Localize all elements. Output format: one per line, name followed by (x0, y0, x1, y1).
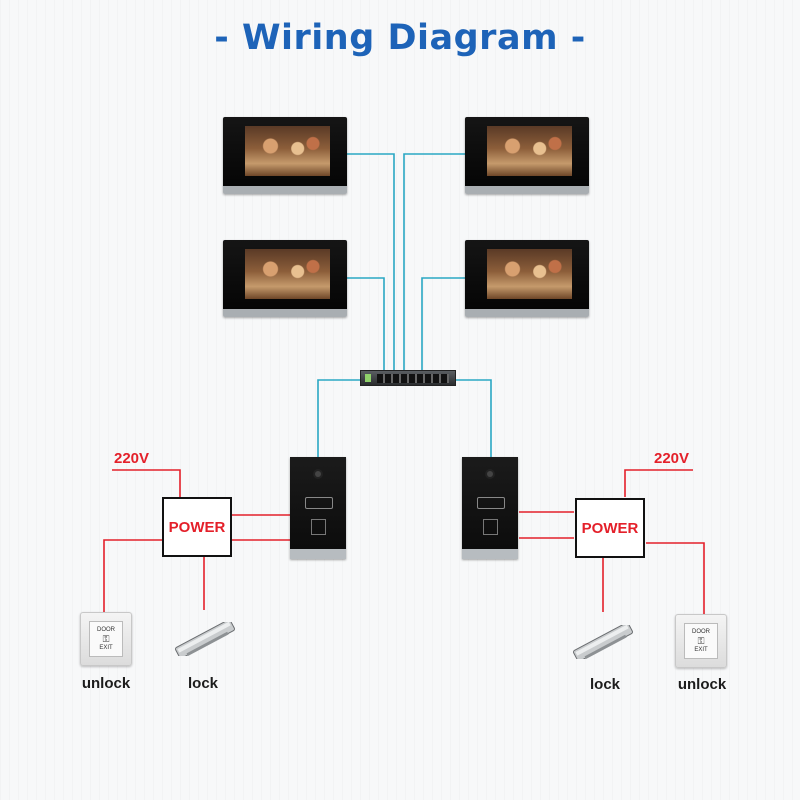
key-icon: ⚿ (102, 634, 110, 644)
magnetic-lock-right (573, 625, 633, 659)
data-wire-door-station-left (317, 379, 360, 458)
voltage-label-left: 220V (114, 450, 150, 467)
switch-led (365, 374, 371, 382)
call-button-icon (311, 519, 326, 535)
call-button-icon (483, 519, 498, 535)
power-wire-left-mains (112, 469, 181, 497)
diagram-title: - Wiring Diagram - (214, 18, 586, 58)
data-wire-monitor-3 (403, 153, 465, 372)
power-wire-left-to-exit (103, 539, 162, 612)
unlock-label-right: unlock (677, 676, 727, 693)
card-reader-icon (305, 497, 333, 509)
power-wire-right-to-exit (646, 542, 705, 614)
camera-icon (315, 471, 321, 477)
monitor-screen (245, 126, 330, 176)
exit-button-right: DOOR ⚿ EXIT (675, 614, 727, 668)
exit-button-left: DOOR ⚿ EXIT (80, 612, 132, 666)
poe-switch (360, 370, 456, 386)
data-wire-monitor-2 (347, 277, 385, 372)
exit-button-text-door: DOOR (97, 627, 115, 633)
card-reader-icon (477, 497, 505, 509)
exit-button-text-door: DOOR (692, 629, 710, 635)
switch-ports (377, 374, 449, 383)
power-supply-right: POWER (575, 498, 645, 558)
voltage-label-right: 220V (654, 450, 690, 467)
indoor-monitor-2 (223, 240, 347, 317)
monitor-screen (245, 249, 330, 299)
magnetic-lock-left (175, 622, 235, 656)
indoor-monitor-1 (223, 117, 347, 194)
power-label: POWER (168, 518, 226, 536)
door-station-right (462, 457, 518, 559)
door-station-left (290, 457, 346, 559)
monitor-screen (487, 249, 572, 299)
key-icon: ⚿ (697, 636, 705, 646)
power-wire-right-mains (624, 469, 693, 497)
power-label: POWER (581, 519, 639, 537)
exit-button-face: DOOR ⚿ EXIT (684, 623, 718, 659)
indoor-monitor-4 (465, 240, 589, 317)
data-wire-monitor-4 (421, 277, 465, 372)
exit-button-text-exit: EXIT (99, 645, 113, 651)
camera-icon (487, 471, 493, 477)
exit-button-face: DOOR ⚿ EXIT (89, 621, 123, 657)
data-wire-door-station-right (456, 379, 492, 458)
indoor-monitor-3 (465, 117, 589, 194)
monitor-screen (487, 126, 572, 176)
data-wire-monitor-1 (347, 153, 395, 372)
lock-label-left: lock (187, 675, 218, 692)
lock-label-right: lock (589, 676, 620, 693)
unlock-label-left: unlock (81, 675, 131, 692)
exit-button-text-exit: EXIT (694, 647, 708, 653)
power-supply-left: POWER (162, 497, 232, 557)
